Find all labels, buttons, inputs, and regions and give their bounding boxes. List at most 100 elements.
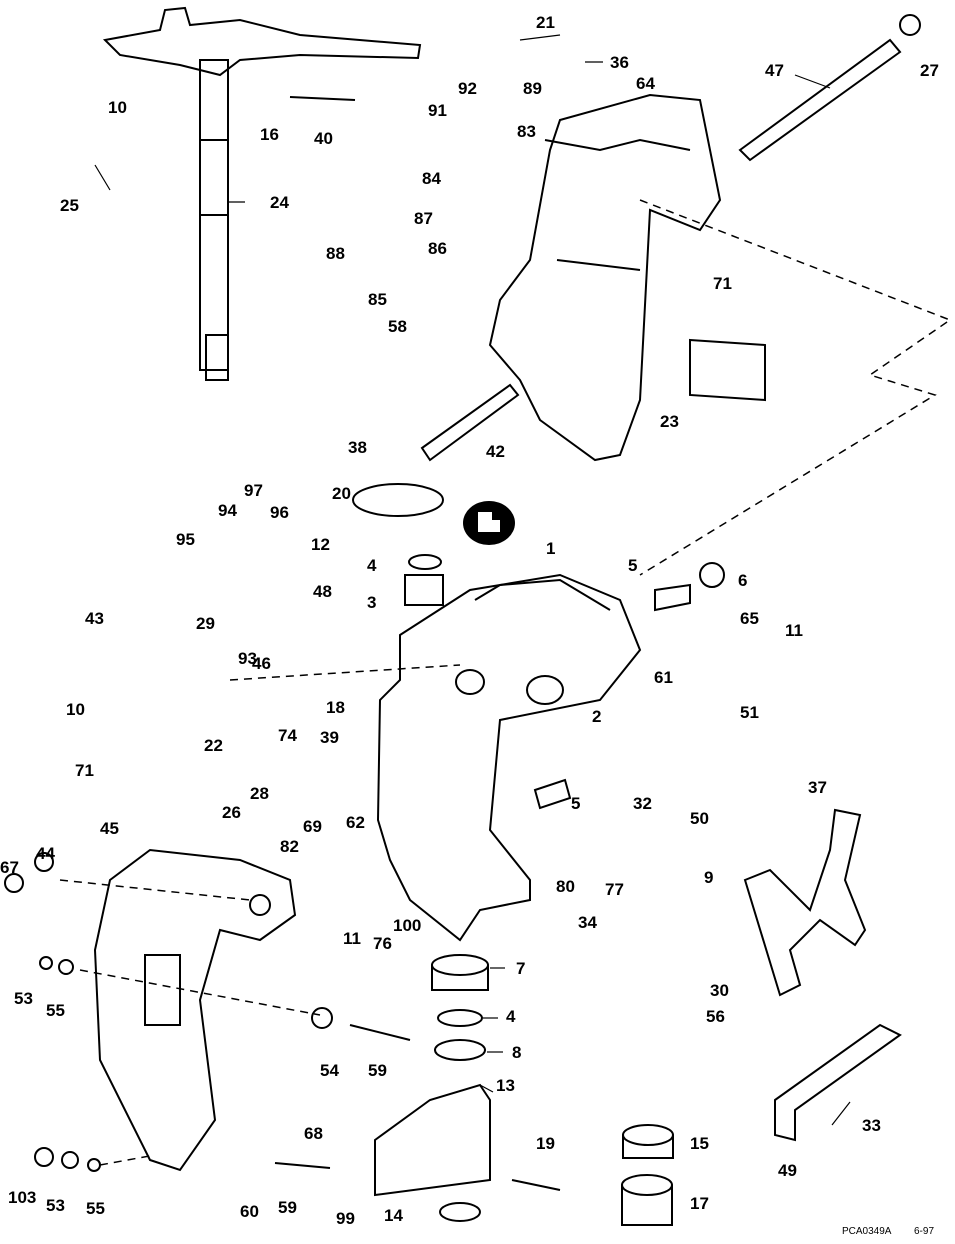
clamp-bracket-45 (93, 848, 297, 1172)
drawing-date: 6-97 (914, 1226, 935, 1237)
part-number-label: 88 (326, 244, 345, 263)
part-number-label: 46 (252, 654, 271, 673)
bushing-3 (404, 574, 444, 606)
part-number-label: 50 (690, 809, 709, 828)
part-number-label: 103 (8, 1188, 37, 1207)
bushing-7 (431, 954, 489, 976)
part-number-label: 59 (278, 1198, 297, 1217)
leader-lines (94, 34, 851, 1126)
part-number-label: 19 (536, 1134, 555, 1153)
nut-14 (439, 1202, 481, 1222)
cap-67 (4, 873, 24, 893)
tilt-tube (738, 38, 902, 162)
part-number-label: 4 (367, 556, 377, 575)
part-number-label: 12 (311, 535, 330, 554)
part-number-label: 26 (222, 803, 241, 822)
part-number-label: 47 (765, 61, 784, 80)
washer-54 (311, 1007, 333, 1029)
part-number-label: 40 (314, 129, 333, 148)
bearing-8 (434, 1039, 486, 1061)
part-number-label: 11 (785, 621, 803, 640)
block-33 (774, 1023, 902, 1142)
part-number-label: 54 (320, 1061, 339, 1080)
part-number-label: 43 (85, 609, 104, 628)
bolt-59b (274, 1162, 331, 1169)
part-number-label: 36 (610, 53, 629, 72)
part-number-label: 7 (516, 959, 526, 978)
part-number-label: 2 (592, 707, 602, 726)
part-number-label: 27 (920, 61, 939, 80)
part-number-label: 37 (808, 778, 827, 797)
bushing-15 (622, 1124, 674, 1146)
part-number-label: 67 (0, 858, 19, 877)
part-number-label: 15 (690, 1134, 709, 1153)
part-number-label: 10 (66, 700, 85, 719)
part-number-label: 49 (778, 1161, 797, 1180)
part-number-label: 13 (496, 1076, 515, 1095)
part-number-label: 53 (46, 1196, 65, 1215)
part-number-label: 64 (636, 74, 655, 93)
part-number-label: 93 (238, 649, 257, 668)
swivel-bracket (376, 573, 642, 942)
part-number-label: 56 (706, 1007, 725, 1026)
part-number-label: 17 (690, 1194, 709, 1213)
part-number-label: 14 (384, 1206, 403, 1225)
part-number-label: 44 (36, 844, 55, 863)
part-number-label: 58 (388, 317, 407, 336)
part-number-label: 65 (740, 609, 759, 628)
part-number-label: 74 (278, 726, 297, 745)
part-number-label: 42 (486, 442, 505, 461)
part-number-label: 91 (428, 101, 447, 120)
part-number-label: 86 (428, 239, 447, 258)
washer-6 (699, 562, 725, 588)
part-number-label: 9 (704, 868, 714, 887)
part-number-label: 61 (654, 668, 673, 687)
part-number-label: 29 (196, 614, 215, 633)
part-number-label: 30 (710, 981, 729, 1000)
bracket-37 (743, 808, 867, 997)
part-number-label: 45 (100, 819, 119, 838)
bushing-5b (533, 778, 572, 810)
yoke-13 (374, 1083, 491, 1197)
part-number-label: 68 (304, 1124, 323, 1143)
part-number-label: 89 (523, 79, 542, 98)
part-number-label: 5 (571, 794, 581, 813)
pin-42 (420, 383, 520, 462)
part-number-label: 85 (368, 290, 387, 309)
part-number-label: 69 (303, 817, 322, 836)
part-number-label: 16 (260, 125, 279, 144)
part-number-label: 5 (628, 556, 638, 575)
part-number-label: 71 (75, 761, 94, 780)
part-number-label: 60 (240, 1202, 259, 1221)
part-number-label: 71 (713, 274, 732, 293)
part-number-label: 48 (313, 582, 332, 601)
part-number-label: 23 (660, 412, 679, 431)
part-number-label: 84 (422, 169, 441, 188)
part-number-label: 59 (368, 1061, 387, 1080)
part-number-label: 21 (536, 13, 555, 32)
washer-20 (352, 483, 444, 517)
part-number-label: 53 (14, 989, 33, 1008)
bolt-59 (349, 1024, 411, 1041)
drawing-code: PCA0349A (842, 1226, 892, 1237)
bushing-4 (408, 554, 442, 570)
bolt-19 (511, 1179, 561, 1191)
part-number-label: 62 (346, 813, 365, 832)
part-number-label: 28 (250, 784, 269, 803)
part-number-label: 34 (578, 913, 597, 932)
part-number-label: 32 (633, 794, 652, 813)
lubricant-symbol-icon (463, 501, 515, 545)
part-number-label: 96 (270, 503, 289, 522)
dashed-leaders (59, 199, 952, 1166)
part-number-label: 55 (46, 1001, 65, 1020)
part-number-label: 87 (414, 209, 433, 228)
part-number-label: 25 (60, 196, 79, 215)
part-number-label: 100 (393, 916, 422, 935)
part-number-label: 76 (373, 934, 392, 953)
part-number-label: 8 (512, 1043, 522, 1062)
part-number-label: 18 (326, 698, 345, 717)
bushing-17 (621, 1185, 673, 1226)
part-number-label: 20 (332, 484, 351, 503)
part-number-label: 77 (605, 880, 624, 899)
